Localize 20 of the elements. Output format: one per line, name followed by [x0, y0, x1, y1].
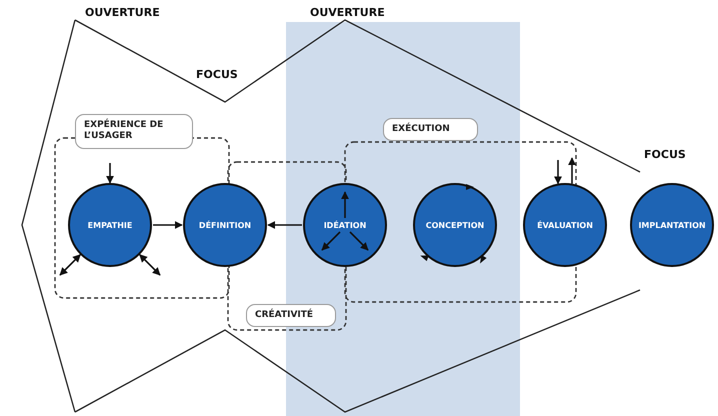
group-label: EXPÉRIENCE DE L’USAGER: [75, 114, 193, 148]
stage-label: EMPATHIE: [88, 220, 132, 230]
stage-label: IMPLANTATION: [638, 220, 706, 230]
stage-label: CONCEPTION: [426, 220, 484, 230]
phase-label: OUVERTURE: [310, 6, 385, 19]
arrow: [267, 221, 302, 229]
phase-label: FOCUS: [644, 148, 686, 161]
phase-label: FOCUS: [196, 68, 238, 81]
phase-label: OUVERTURE: [85, 6, 160, 19]
stage-label: IDÉATION: [324, 220, 366, 230]
arrow: [568, 157, 576, 184]
group-label: CRÉATIVITÉ: [246, 304, 336, 328]
arrow: [139, 254, 161, 276]
arrow: [59, 254, 81, 276]
arrow: [554, 160, 562, 184]
group-label: EXÉCUTION: [383, 118, 478, 142]
arrow: [106, 163, 114, 184]
arrow: [153, 221, 183, 229]
stage-label: DÉFINITION: [198, 220, 252, 230]
stage-label: ÉVALUATION: [537, 220, 593, 230]
